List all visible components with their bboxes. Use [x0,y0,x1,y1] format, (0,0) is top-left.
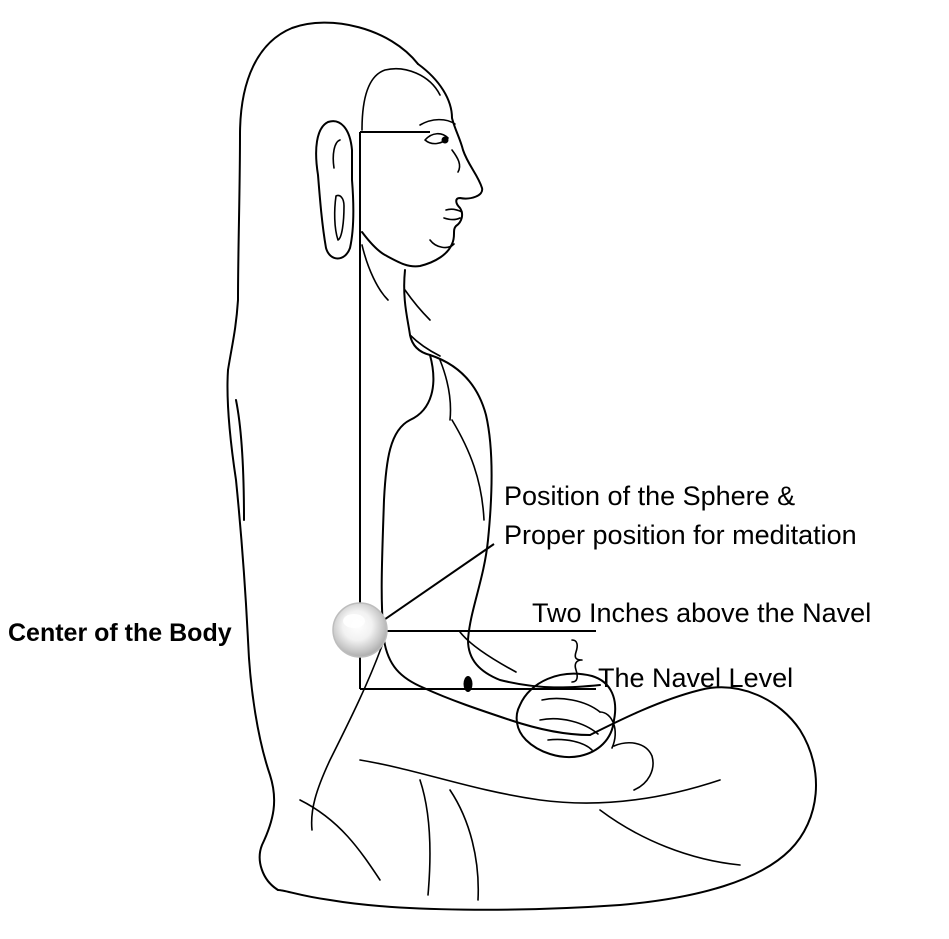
leg-fold-1 [360,760,720,803]
ear-inner [333,140,344,240]
shoulder-line [405,290,430,320]
face-profile [362,64,482,266]
lips [444,209,462,219]
curly-brace-icon [572,640,582,682]
back-outline [227,370,278,890]
head-outline [228,23,418,370]
sphere-position-label-line1: Position of the Sphere & [504,481,795,511]
two-inches-label: Two Inches above the Navel [532,598,871,628]
legs-outline [278,687,816,909]
ear [316,121,353,258]
crystal-sphere-icon [333,603,387,657]
knee-fold [614,743,653,790]
sphere-position-label-line2: Proper position for meditation [504,520,857,550]
leg-fold-3 [420,780,430,895]
hand-fingers [540,699,600,751]
brow [420,120,455,125]
robe-strap [440,360,484,520]
leg-fold-5 [600,810,740,865]
sphere-leader-line [378,544,494,624]
seated-meditator-figure [227,23,816,910]
navel-level-label: The Navel Level [598,663,793,693]
eye-pupil [442,137,449,144]
chest-crease [362,245,440,356]
elbow-fold [312,640,384,830]
center-of-body-label: Center of the Body [8,619,232,647]
chin [430,240,454,247]
leg-fold-4 [450,790,478,900]
nose-detail [452,150,460,172]
